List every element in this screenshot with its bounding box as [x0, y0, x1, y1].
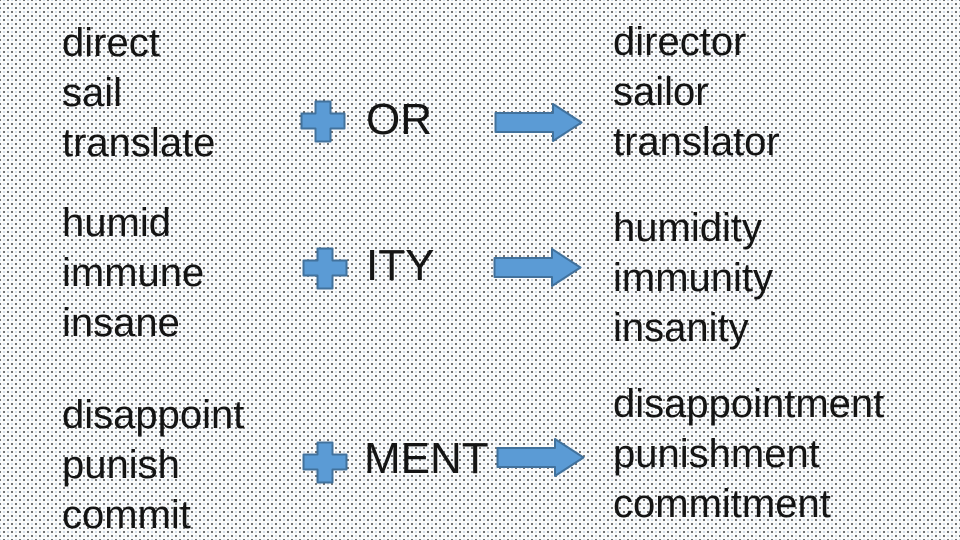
- base-word-list-1: direct sail translate: [62, 18, 215, 168]
- right-arrow-icon: [494, 102, 583, 143]
- result-word: disappointment: [613, 382, 885, 426]
- base-word: commit: [62, 493, 191, 537]
- result-word: translator: [613, 120, 780, 164]
- result-word: sailor: [613, 70, 709, 114]
- plus-icon: [302, 441, 348, 484]
- base-word: immune: [62, 251, 205, 295]
- base-word: punish: [62, 443, 180, 487]
- suffix-label: ITY: [366, 241, 435, 290]
- suffix-label: OR: [366, 95, 432, 144]
- base-word: direct: [62, 21, 160, 65]
- suffix-label: MENT: [364, 434, 489, 483]
- base-word-list-2: humid immune insane: [62, 198, 204, 348]
- result-word: humidity: [613, 206, 762, 250]
- base-word: disappoint: [62, 393, 245, 437]
- base-word: translate: [62, 121, 216, 165]
- result-word-list-3: disappointment punishment commitment: [613, 379, 884, 529]
- base-word-list-3: disappoint punish commit: [62, 390, 244, 540]
- plus-icon: [300, 100, 346, 143]
- base-word: insane: [62, 301, 180, 345]
- right-arrow-icon: [496, 437, 585, 478]
- result-word: punishment: [613, 432, 820, 476]
- result-word: insanity: [613, 306, 749, 350]
- base-word: humid: [62, 201, 171, 245]
- result-word: director: [613, 20, 747, 64]
- result-word-list-2: humidity immunity insanity: [613, 203, 773, 353]
- plus-icon: [302, 247, 348, 290]
- base-word: sail: [62, 71, 123, 115]
- result-word: immunity: [613, 256, 774, 300]
- right-arrow-icon: [493, 247, 582, 288]
- result-word-list-1: director sailor translator: [613, 17, 780, 167]
- result-word: commitment: [613, 482, 831, 526]
